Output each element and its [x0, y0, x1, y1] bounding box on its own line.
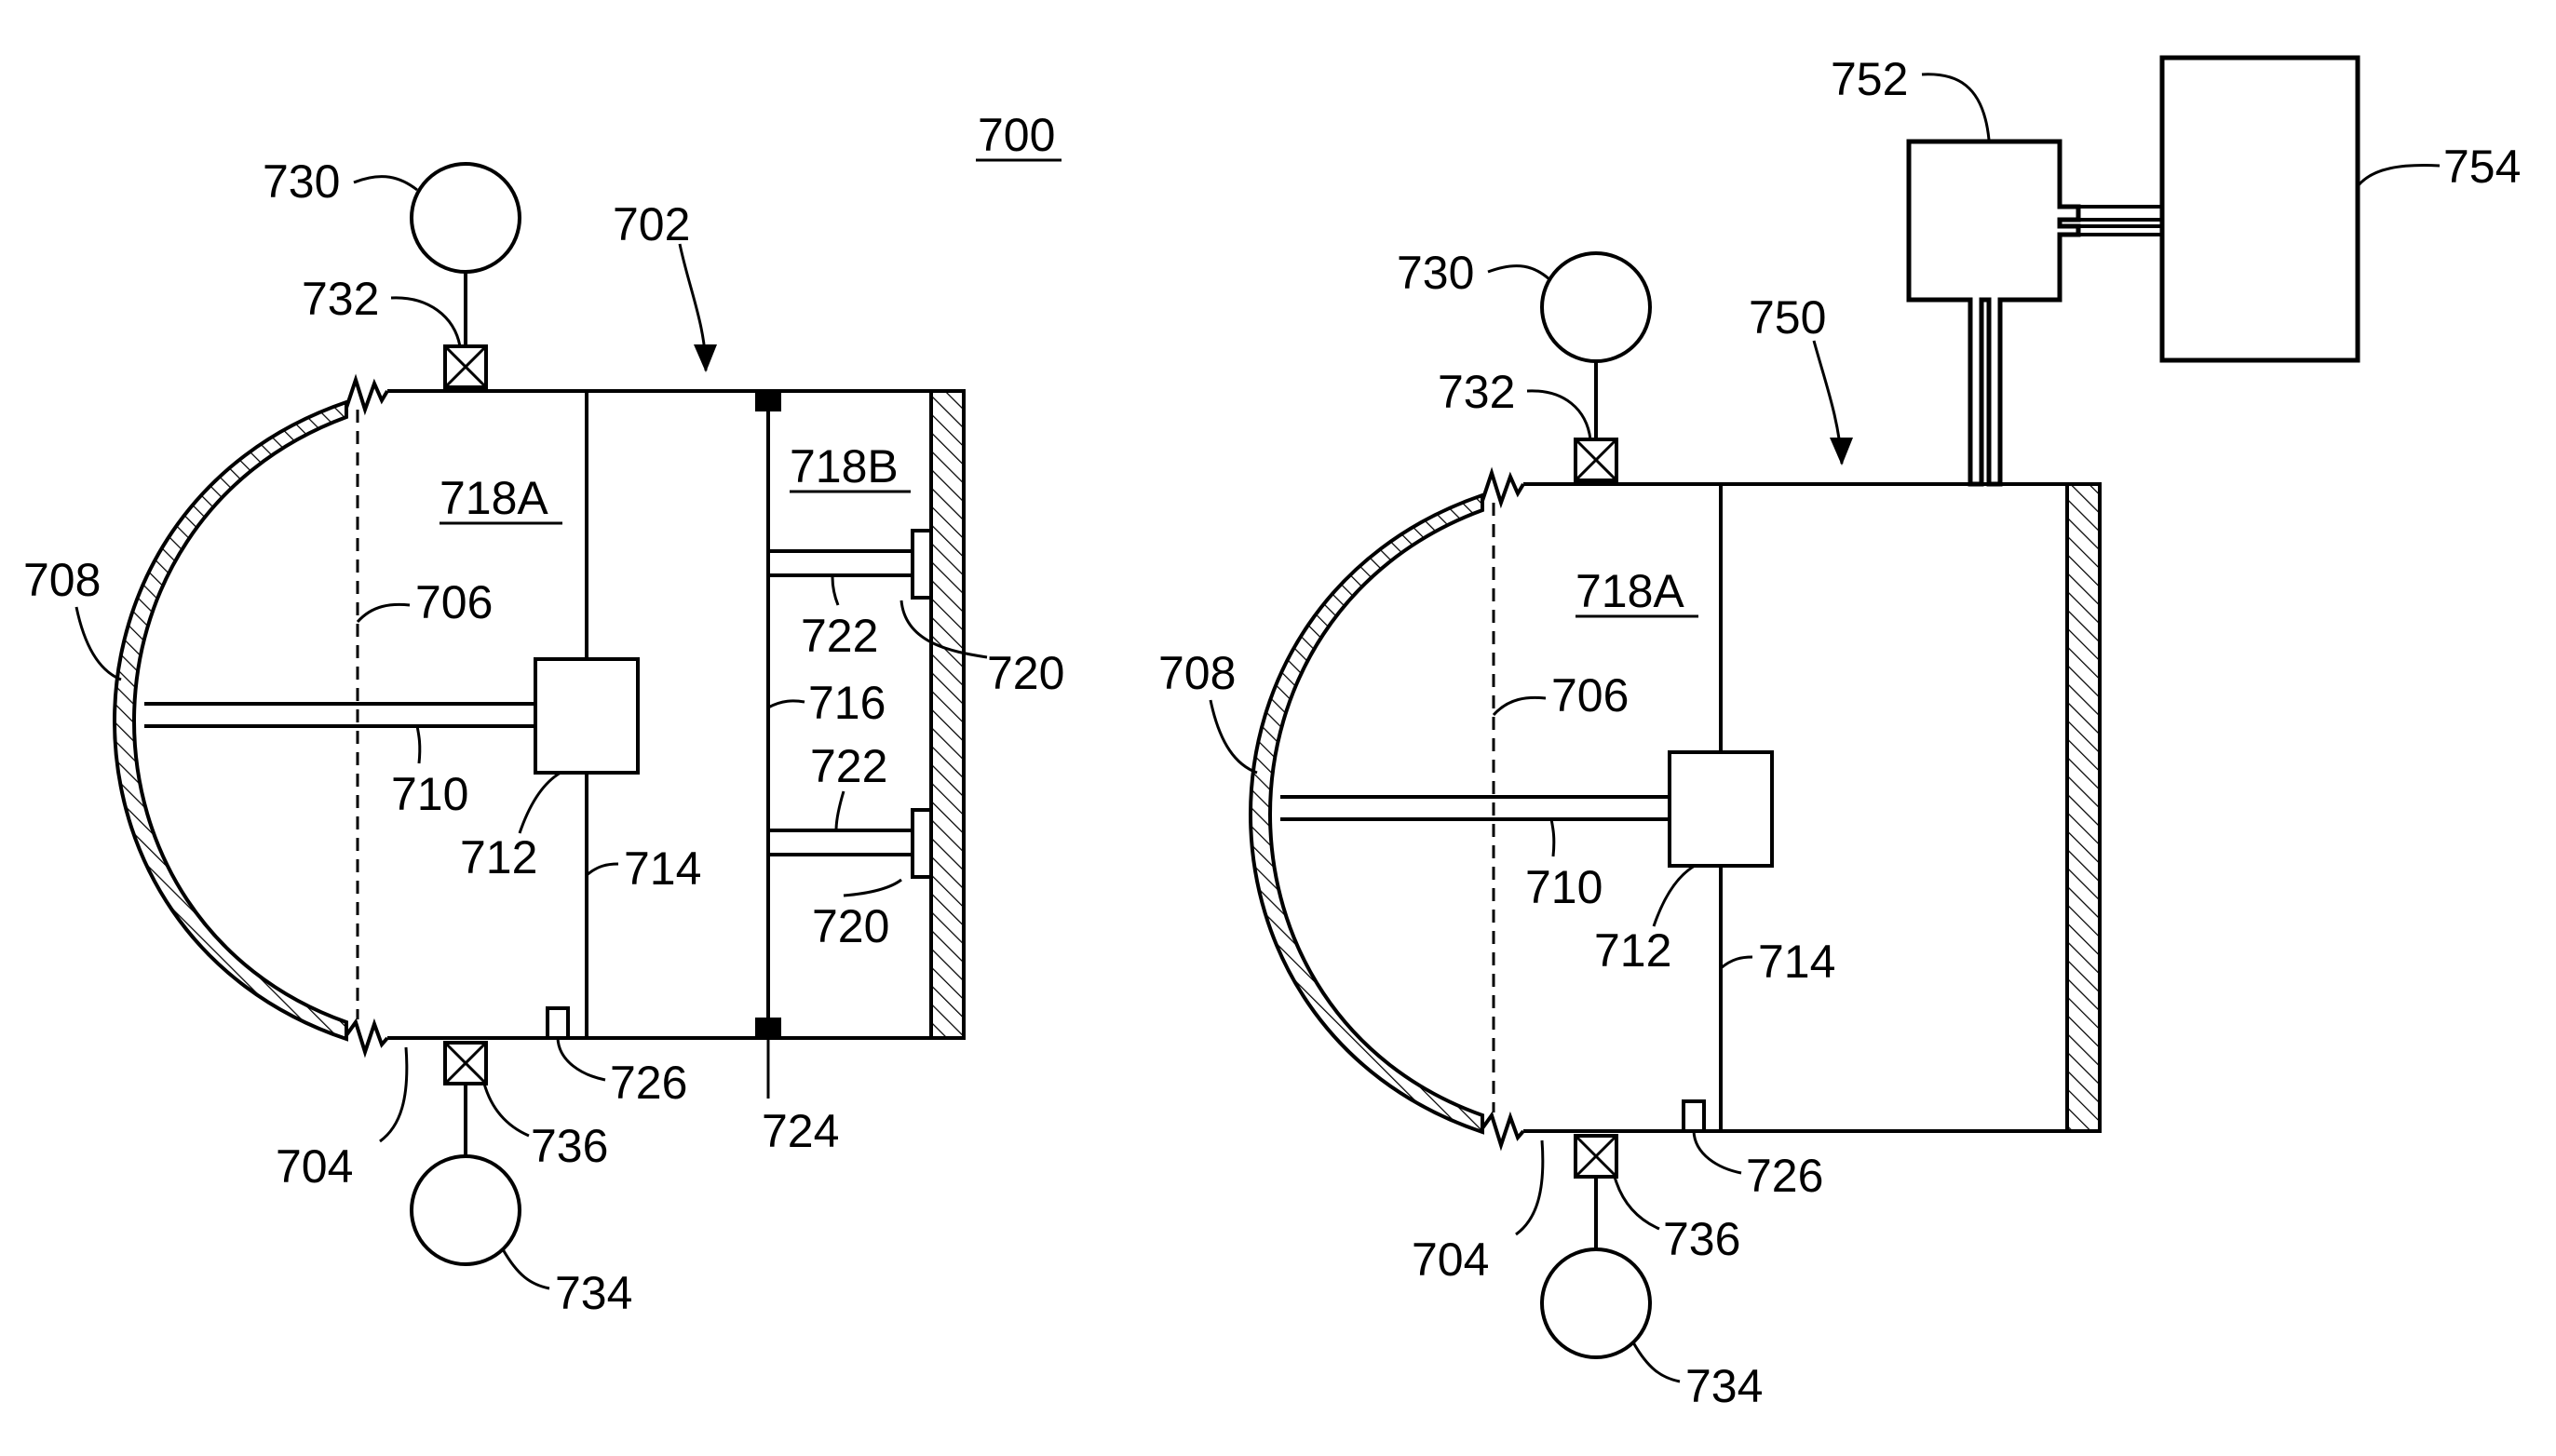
- label-right-710: 710: [1525, 861, 1603, 913]
- label-left-714: 714: [624, 843, 701, 895]
- leader-left-720-bottom: [844, 880, 901, 896]
- leader-left-736: [484, 1084, 529, 1136]
- label-left-718b: 718B: [790, 440, 899, 492]
- leader-right-736: [1615, 1177, 1659, 1229]
- label-right-754: 754: [2443, 141, 2521, 193]
- leader-left-710: [417, 726, 420, 763]
- right-dome: [1251, 495, 1482, 1132]
- left-pivot-top: [755, 389, 781, 411]
- label-left-712: 712: [460, 831, 537, 883]
- leader-left-704: [380, 1047, 407, 1141]
- leader-right-730: [1488, 266, 1549, 279]
- leader-right-714: [1721, 957, 1752, 968]
- label-left-710: 710: [391, 768, 468, 820]
- left-foot-bottom: [913, 810, 931, 877]
- leader-right-754: [2358, 166, 2440, 186]
- label-right-730: 730: [1397, 247, 1474, 299]
- right-top-sphere: [1542, 253, 1650, 361]
- label-right-732: 732: [1438, 366, 1515, 418]
- label-left-704: 704: [276, 1140, 353, 1193]
- leader-right-726: [1694, 1131, 1741, 1173]
- label-left-732: 732: [302, 273, 379, 325]
- label-left-716: 716: [808, 677, 886, 729]
- label-right-752: 752: [1831, 53, 1908, 105]
- right-hatched-end-wall: [2067, 484, 2100, 1131]
- label-left-734: 734: [555, 1267, 632, 1319]
- figure-number: 700: [978, 109, 1055, 161]
- label-right-708: 708: [1158, 647, 1236, 699]
- right-view: 730 732 750 752 754 718A 708 706 710 712…: [1158, 53, 2521, 1412]
- leader-left-726: [558, 1038, 605, 1080]
- label-left-718a: 718A: [440, 472, 548, 524]
- label-left-722-top: 722: [801, 610, 878, 662]
- leader-right-734: [1633, 1342, 1680, 1382]
- leader-left-722-bottom: [836, 791, 844, 830]
- left-bottom-sphere: [412, 1156, 520, 1264]
- label-right-726: 726: [1746, 1150, 1823, 1202]
- label-left-720-bottom: 720: [812, 900, 889, 952]
- label-left-726: 726: [610, 1057, 687, 1109]
- leader-left-706: [358, 604, 410, 622]
- left-break-mark-bottom: [346, 1022, 387, 1052]
- left-block: [535, 659, 638, 773]
- label-left-702: 702: [613, 198, 690, 250]
- label-right-706: 706: [1551, 669, 1629, 721]
- right-module-752: [1909, 142, 2078, 484]
- leader-right-752: [1922, 74, 1989, 140]
- leader-right-732: [1527, 391, 1590, 439]
- left-corner-mark: [548, 1008, 568, 1038]
- leader-left-714: [587, 864, 618, 875]
- left-top-sphere: [412, 164, 520, 272]
- left-pivot-bottom: [755, 1018, 781, 1040]
- leader-left-734: [503, 1249, 549, 1288]
- leader-right-710: [1551, 819, 1554, 856]
- arrowhead-left-702: [694, 344, 717, 372]
- leader-right-708: [1210, 700, 1257, 773]
- leader-left-732: [391, 298, 460, 346]
- label-right-704: 704: [1412, 1234, 1489, 1286]
- left-break-mark-top: [346, 380, 387, 410]
- left-dome: [115, 402, 346, 1039]
- label-left-730: 730: [263, 155, 340, 208]
- label-left-736: 736: [531, 1120, 608, 1172]
- right-block: [1670, 752, 1772, 866]
- leader-left-730: [354, 177, 417, 190]
- leader-left-722-top: [832, 577, 838, 605]
- leader-right-706: [1494, 697, 1546, 715]
- arrowhead-right-750: [1830, 438, 1853, 465]
- left-view: 730 732 702 718A 718B 708 706 722 720 71…: [23, 155, 1064, 1319]
- right-break-mark-bottom: [1482, 1115, 1523, 1145]
- label-left-722-bottom: 722: [810, 740, 887, 792]
- label-right-734: 734: [1685, 1360, 1763, 1412]
- label-right-750: 750: [1749, 291, 1826, 344]
- right-corner-mark: [1684, 1101, 1704, 1131]
- right-bottom-sphere: [1542, 1249, 1650, 1357]
- label-left-724: 724: [762, 1105, 839, 1157]
- label-left-706: 706: [415, 576, 493, 628]
- right-break-mark-top: [1482, 473, 1523, 503]
- leader-left-712: [520, 773, 561, 833]
- label-left-708: 708: [23, 554, 101, 606]
- label-right-718a: 718A: [1576, 565, 1684, 617]
- label-right-714: 714: [1758, 936, 1835, 988]
- left-foot-top: [913, 531, 931, 598]
- right-module-754: [2162, 58, 2358, 360]
- leader-left-716: [768, 701, 805, 708]
- label-right-736: 736: [1663, 1213, 1740, 1265]
- leader-right-704: [1516, 1140, 1543, 1234]
- left-hatched-end-wall: [931, 391, 964, 1038]
- label-left-720-top: 720: [987, 647, 1064, 699]
- label-right-712: 712: [1594, 924, 1671, 977]
- leader-right-712: [1654, 866, 1695, 926]
- leader-left-708: [76, 607, 121, 680]
